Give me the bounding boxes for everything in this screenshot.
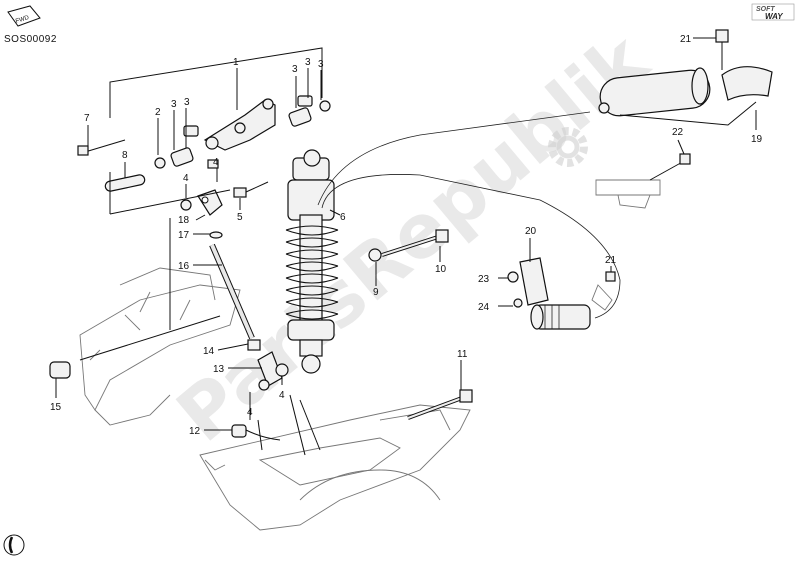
bolt-10 <box>381 229 449 257</box>
bolt-11 <box>407 389 473 420</box>
bushings-top <box>154 95 331 169</box>
callout-20: 20 <box>525 226 537 237</box>
callout-9: 9 <box>373 287 379 298</box>
rod-end-14 <box>247 339 261 351</box>
shock-absorber <box>285 149 339 374</box>
callout-24: 24 <box>478 302 490 313</box>
callout-7: 7 <box>84 113 90 124</box>
spacer-5 <box>233 187 247 198</box>
callout-2: 2 <box>155 107 161 118</box>
preload-hose <box>321 174 621 319</box>
svg-text:WAY: WAY <box>765 12 783 21</box>
callout-3d: 3 <box>305 57 311 68</box>
nut-4-left <box>180 199 192 211</box>
hydraulic-hose <box>317 111 591 206</box>
bracket-20 <box>507 257 549 308</box>
nut-4-bottom <box>258 379 270 391</box>
callout-11: 11 <box>457 349 468 360</box>
callout-21b: 21 <box>605 255 617 266</box>
linkage-rod-18 <box>197 189 223 216</box>
callout-23: 23 <box>478 274 490 285</box>
callout-3a: 3 <box>171 99 177 110</box>
callout-5: 5 <box>237 212 243 223</box>
callout-15: 15 <box>50 402 62 413</box>
linkage-rod-16 <box>209 243 255 340</box>
nut-4-lower <box>275 363 289 377</box>
callout-21a: 21 <box>680 34 692 45</box>
corner-mark-icon <box>3 534 25 556</box>
callout-labels: 1 2 3 3 3 3 3 4 4 4 4 5 6 7 8 9 10 11 12… <box>50 34 763 437</box>
nut-4-mid <box>207 159 219 169</box>
callout-12: 12 <box>189 426 201 437</box>
spacer-15 <box>49 361 71 379</box>
callout-22: 22 <box>672 127 684 138</box>
callout-19: 19 <box>751 134 763 145</box>
callout-8: 8 <box>122 150 128 161</box>
callout-3b: 3 <box>184 97 190 108</box>
reservoir-19 <box>598 67 711 117</box>
callout-3c: 3 <box>292 64 298 75</box>
screw-21-top <box>715 29 729 43</box>
callout-17: 17 <box>178 230 190 241</box>
bracket-22 <box>595 153 691 209</box>
bolt-12 <box>231 424 281 441</box>
softway-logo: SOFT WAY <box>751 3 795 21</box>
leader-lines <box>55 37 757 456</box>
callout-4c: 4 <box>279 390 285 401</box>
clamp-19 <box>721 66 773 101</box>
callout-1: 1 <box>233 57 239 68</box>
shaft-8 <box>104 174 146 192</box>
oring-17 <box>209 231 223 239</box>
callout-14: 14 <box>203 346 215 357</box>
swingarm-outline <box>199 404 471 531</box>
fwd-arrow-icon: FWD <box>7 5 41 27</box>
callout-6: 6 <box>340 212 346 223</box>
fwd-label: FWD <box>15 15 30 25</box>
callout-18: 18 <box>178 215 190 226</box>
washer-9 <box>368 248 382 262</box>
callout-4d: 4 <box>247 407 253 418</box>
callout-4a: 4 <box>183 173 189 184</box>
callout-13: 13 <box>213 364 225 375</box>
callout-10: 10 <box>435 264 447 275</box>
preload-adjuster <box>530 304 591 330</box>
callout-3e: 3 <box>318 59 324 70</box>
svg-text:SOFT: SOFT <box>756 6 775 13</box>
bolt-7 <box>77 139 126 156</box>
screw-21-lower <box>605 271 616 282</box>
callout-4b: 4 <box>213 157 219 168</box>
diagram-code: SOS00092 <box>4 34 57 45</box>
gear-watermark-icon <box>548 127 588 167</box>
callout-16: 16 <box>178 261 190 272</box>
rocker-arm <box>203 98 276 151</box>
